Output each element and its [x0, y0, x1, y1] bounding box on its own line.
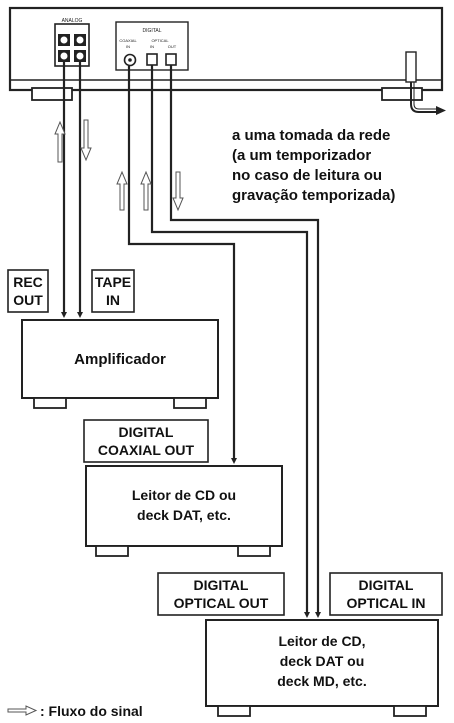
- optical-in-jack: [146, 53, 158, 66]
- svg-text:Leitor de CD,: Leitor de CD,: [278, 633, 365, 649]
- analog-jack-panel: ANALOG: [54, 18, 90, 67]
- digital-label: DIGITAL: [142, 28, 161, 34]
- legend: : Fluxo do sinal: [7, 703, 143, 719]
- optical-in-label: IN: [150, 44, 154, 49]
- optical-cable-in: [150, 65, 309, 612]
- svg-text:OUT: OUT: [13, 292, 43, 308]
- svg-text:DIGITAL: DIGITAL: [359, 577, 414, 593]
- digital-optical-out-tag: DIGITAL OPTICAL OUT: [157, 572, 285, 616]
- signal-flow-arrows: [54, 119, 184, 212]
- digital-optical-in-tag: DIGITAL OPTICAL IN: [329, 572, 443, 616]
- arrow-right-icon: [436, 106, 446, 115]
- svg-text:a uma tomada da rede: a uma tomada da rede: [232, 127, 390, 144]
- svg-text:DIGITAL: DIGITAL: [119, 424, 174, 440]
- optical-out-label: OUT: [168, 44, 177, 49]
- rec-out-tag: REC OUT: [7, 269, 49, 313]
- svg-text:REC: REC: [13, 274, 43, 290]
- cd-dat-md-box: Leitor de CD, deck DAT ou deck MD, etc.: [205, 619, 439, 717]
- analog-label: ANALOG: [62, 18, 83, 24]
- svg-text:IN: IN: [106, 292, 120, 308]
- analog-cables: [62, 62, 82, 312]
- optical-label: OPTICAL: [151, 38, 169, 43]
- coaxial-cable: [127, 66, 236, 458]
- svg-text:deck DAT, etc.: deck DAT, etc.: [137, 507, 231, 523]
- svg-text:deck DAT ou: deck DAT ou: [280, 653, 365, 669]
- legend-label: : Fluxo do sinal: [40, 703, 143, 719]
- power-cord: [405, 51, 446, 115]
- svg-text:deck MD, etc.: deck MD, etc.: [277, 673, 366, 689]
- svg-text:(a um temporizador: (a um temporizador: [232, 147, 371, 164]
- digital-coaxial-out-tag: DIGITAL COAXIAL OUT: [83, 419, 209, 463]
- svg-text:DIGITAL: DIGITAL: [194, 577, 249, 593]
- cd-dat-box: Leitor de CD ou deck DAT, etc.: [85, 465, 283, 557]
- svg-text:TAPE: TAPE: [95, 274, 131, 290]
- svg-text:COAXIAL OUT: COAXIAL OUT: [98, 442, 195, 458]
- tape-in-tag: TAPE IN: [91, 269, 135, 313]
- coaxial-in-label: IN: [126, 44, 130, 49]
- digital-jack-panel: DIGITAL COAXIAL IN OPTICAL IN OUT: [115, 21, 189, 71]
- optical-cable-out: [169, 65, 320, 612]
- optical-out-jack: [165, 53, 177, 66]
- amplifier-box: Amplificador: [21, 319, 219, 409]
- coaxial-label: COAXIAL: [119, 38, 137, 43]
- svg-text:Leitor de CD ou: Leitor de CD ou: [132, 487, 236, 503]
- svg-text:Amplificador: Amplificador: [74, 351, 166, 368]
- power-note: a uma tomada da rede (a um temporizador …: [232, 127, 395, 204]
- svg-text:gravação temporizada): gravação temporizada): [232, 187, 395, 204]
- svg-text:OPTICAL IN: OPTICAL IN: [346, 595, 425, 611]
- svg-text:no caso de leitura ou: no caso de leitura ou: [232, 167, 382, 184]
- svg-text:OPTICAL OUT: OPTICAL OUT: [174, 595, 269, 611]
- signal-flow-arrow-icon: [7, 705, 38, 716]
